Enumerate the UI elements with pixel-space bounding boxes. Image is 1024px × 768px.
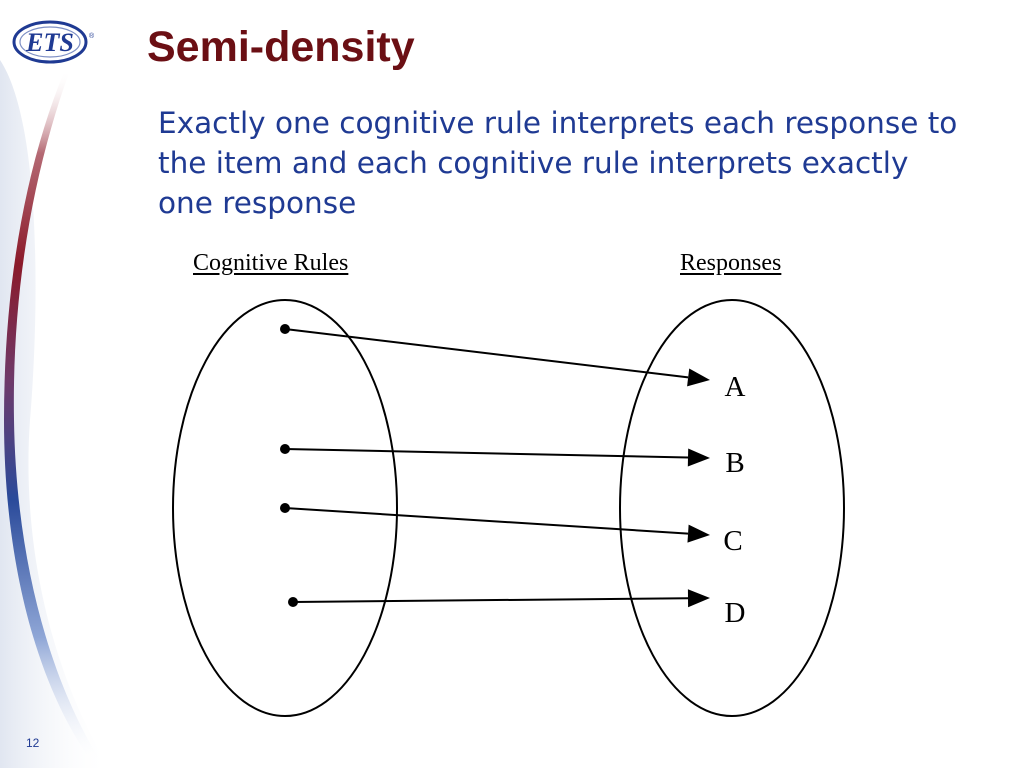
ets-logo: ETS ® [12,20,95,64]
decorative-swoosh [0,60,110,768]
cognitive-rules-label: Cognitive Rules [193,250,349,276]
arrowhead-c [687,524,710,543]
logo-text: ETS [25,28,74,57]
cognitive-rules-set [172,299,398,717]
response-label-a: A [725,371,746,403]
responses-label: Responses [680,250,782,276]
arrowhead-b [687,448,710,467]
mapping-arrow-line-1-a [284,328,689,379]
response-label-c: C [723,525,742,557]
response-label-b: B [725,447,744,479]
mapping-arrow-line-4-d [292,597,689,603]
mapping-arrow-line-2-b [284,448,689,459]
slide-subtitle: Exactly one cognitive rule interprets ea… [158,106,958,220]
slide-title: Semi-density [147,23,415,71]
mapping-arrows [280,324,710,608]
response-labels: A B C D [723,371,745,629]
arrowhead-a [687,368,710,387]
arrowhead-d [687,589,710,608]
page-number: 12 [26,736,40,750]
responses-set [619,299,845,717]
response-label-d: D [725,597,746,629]
logo-registered-mark: ® [89,32,95,40]
mapping-arrow-line-3-c [284,507,689,535]
